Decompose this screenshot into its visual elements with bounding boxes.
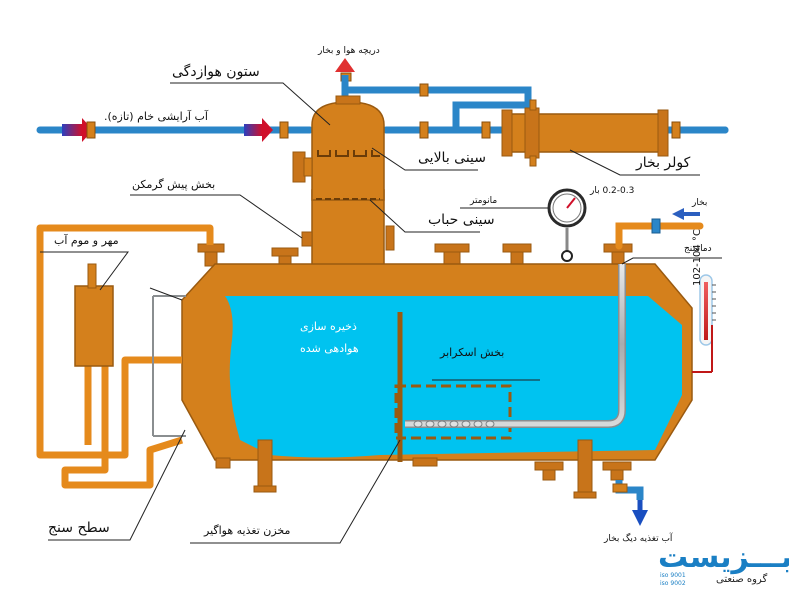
- label-level-gauge: سطح سنج: [48, 520, 110, 536]
- label-steam-inlet: بخار: [692, 198, 708, 208]
- manometer: [547, 188, 587, 262]
- thermometer: [692, 274, 716, 373]
- label-bubble-tray: سینی حباب: [428, 212, 495, 228]
- seal-loop-piping: [36, 224, 214, 489]
- label-air-vent: دریچه هوا و بخار: [318, 46, 380, 56]
- logo-iso-1: iso 9001: [660, 572, 686, 579]
- level-gauge: [152, 295, 186, 437]
- label-temp-range: 102-104 °C: [692, 229, 703, 286]
- label-storage-line1: ذخیره سازی: [300, 320, 357, 333]
- steam-inlet-pipe: [615, 222, 704, 250]
- boiler-feed-arrow: [632, 510, 648, 526]
- label-scrubber: بخش اسکرابر: [440, 346, 505, 359]
- flow-arrow-left: [62, 124, 82, 136]
- label-preheat-section: بخش پیش گرمکن: [132, 178, 216, 191]
- feed-tank: [181, 243, 693, 499]
- label-pressure-range: 0.2-0.3 بار: [590, 186, 635, 196]
- flow-arrow-right: [244, 124, 262, 136]
- label-deaeration-column: ستون هوازدگی: [172, 64, 260, 80]
- company-logo: نابـــزیست: [658, 540, 789, 575]
- deaeration-column: [292, 95, 395, 271]
- leader-lines: [40, 82, 722, 544]
- label-raw-water: آب آرایشی خام (تازه).: [104, 110, 208, 123]
- steam-pipe: [405, 264, 626, 428]
- label-boiler-feed: آب تغذیه دیگ بخار: [604, 534, 673, 544]
- seal-vessel: [74, 263, 114, 367]
- label-steam-cooler: کولر بخار: [636, 155, 691, 171]
- label-storage-line2: هوادهی شده: [300, 342, 359, 355]
- flow-arrow-right-head: [262, 118, 273, 142]
- label-seal-water: مهر و موم آب: [54, 234, 119, 247]
- steam-cooler: [501, 99, 669, 167]
- label-feed-tank: مخزن تغذیه هواگیر: [204, 524, 291, 537]
- label-thermometer: دماسنج: [684, 244, 712, 254]
- label-manometer: مانومتر: [470, 196, 498, 206]
- company-logo-subtitle: گروه صنعتی: [716, 574, 768, 585]
- logo-iso-2: iso 9002: [660, 580, 686, 587]
- vent-arrow: [335, 58, 355, 72]
- label-upper-trays: سینی بالایی: [418, 150, 487, 166]
- steam-inlet-arrow: [672, 208, 684, 220]
